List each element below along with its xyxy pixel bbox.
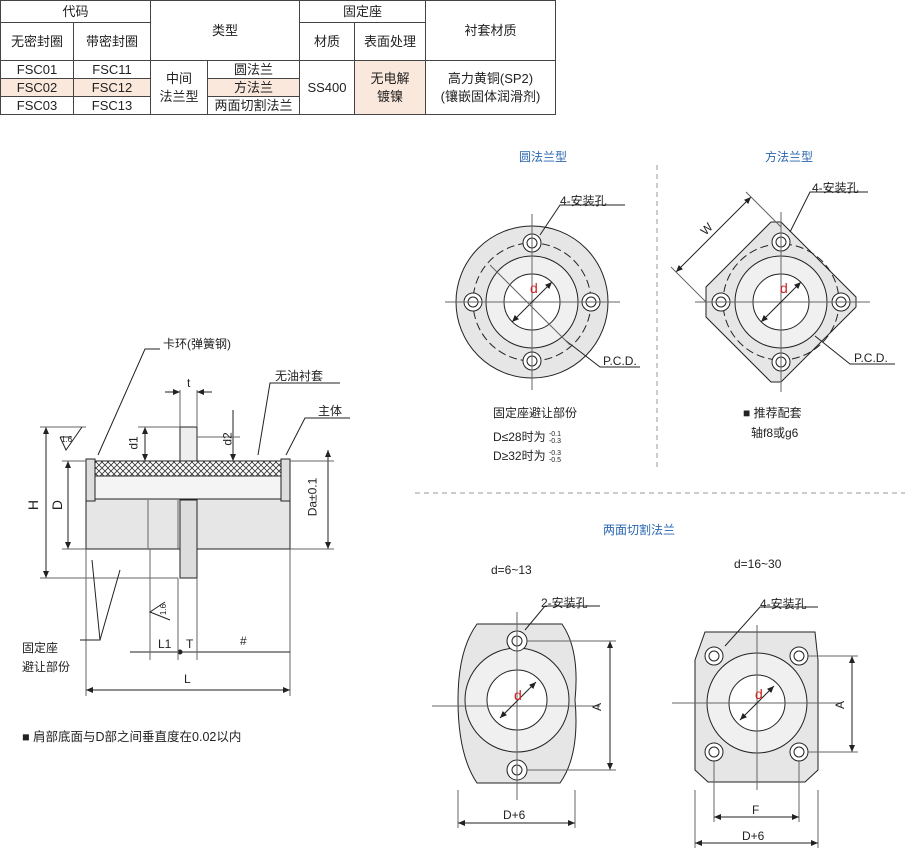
label-D6-1: D+6: [503, 808, 526, 822]
tolerance-line-1: D≤28时为 -0.1-0.3: [493, 428, 561, 445]
label-A-1: A: [590, 702, 605, 712]
label-hash: #: [240, 634, 247, 648]
cell-noseal: FSC02: [0, 78, 74, 97]
cell-sleeve: 高力黄铜(SP2) (镶嵌固体润滑剂): [425, 60, 556, 115]
mount-hole: [789, 742, 809, 762]
spec-table: 代码 类型 固定座 衬套材质 无密封圈 带密封圈 材质 表面处理 FSC01 F…: [0, 0, 556, 115]
cell-type: 两面切割法兰: [207, 96, 300, 115]
cell-mid-type: 中间法兰型: [150, 60, 208, 115]
label-d1: d1: [126, 436, 141, 450]
cell-seal: FSC12: [73, 78, 151, 97]
side-view: [40, 348, 350, 696]
sleeve-1: 高力黄铜(SP2): [447, 70, 534, 86]
label-roughness-2: 1.6: [159, 603, 169, 616]
label-range-2: d=16~30: [734, 557, 782, 571]
label-round-holes: 4-安装孔: [560, 194, 607, 208]
round-flange-view: [445, 204, 640, 390]
label-D6-2: D+6: [742, 829, 765, 843]
tol2-lower: -0.5: [548, 456, 562, 464]
title-square-flange: 方法兰型: [765, 150, 814, 164]
label-snap-ring: 卡环(弹簧钢): [163, 337, 231, 351]
oilless-sleeve: [94, 460, 282, 477]
label-L: L: [184, 672, 191, 686]
label-L1: L1: [158, 637, 172, 651]
label-t: t: [187, 376, 191, 390]
square-flange-view: [670, 191, 895, 392]
header-seal: 带密封圈: [73, 22, 151, 61]
label-A-2: A: [833, 700, 848, 710]
cell-type: 方法兰: [207, 78, 300, 97]
cell-noseal: FSC03: [0, 96, 74, 115]
mid-type-2: 法兰型: [159, 88, 199, 104]
label-body: 主体: [318, 404, 343, 418]
label-holes-4: 4-安装孔: [760, 597, 807, 611]
mount-hole: [789, 646, 809, 666]
tol1-lower: -0.3: [548, 437, 562, 445]
tol1-upper: -0.1: [548, 430, 562, 438]
tol2-upper: -0.3: [548, 449, 562, 457]
tol2-label: D≥32时为: [493, 449, 546, 463]
label-cut-d-1: d: [514, 687, 522, 703]
label-oilless: 无油衬套: [275, 369, 324, 383]
mount-hole: [704, 646, 724, 666]
label-relief: 固定座避让部份: [493, 406, 578, 420]
tol1-label: D≤28时为: [493, 430, 546, 444]
cell-material: SS400: [299, 60, 355, 115]
flange-section: [179, 499, 198, 579]
label-F: F: [752, 803, 760, 817]
label-T: T: [186, 637, 194, 651]
snap-ring: [179, 426, 198, 462]
label-cut-d-2: d: [755, 686, 763, 702]
cut-flange-small-view: [432, 605, 616, 828]
header-material: 材质: [299, 22, 355, 61]
label-holes-2: 2-安装孔: [541, 596, 588, 610]
cut-flange-large-view: [672, 606, 858, 848]
surface-2: 镀镍: [376, 88, 403, 104]
label-seat-relief-2: 避让部份: [22, 660, 71, 674]
title-round-flange: 圆法兰型: [519, 150, 568, 164]
label-D: D: [49, 499, 66, 511]
label-seat-relief-1: 固定座: [22, 641, 59, 655]
mount-hole: [704, 742, 724, 762]
label-square-holes: 4-安装孔: [812, 181, 859, 195]
label-square-pcd: P.C.D.: [854, 351, 888, 365]
title-cut-flange: 两面切割法兰: [603, 523, 676, 537]
sleeve-2: (镶嵌固体润滑剂): [440, 88, 541, 104]
label-d2: d2: [220, 432, 235, 446]
tolerance-line-2: D≥32时为 -0.3-0.5: [493, 447, 561, 464]
label-H: H: [25, 499, 42, 511]
mid-type-1: 中间: [165, 70, 192, 86]
label-Da: Da±0.1: [305, 477, 320, 517]
label-round-d: d: [530, 280, 538, 296]
cell-seal: FSC13: [73, 96, 151, 115]
label-fit-2: 轴f8或g6: [751, 426, 799, 440]
label-square-d: d: [780, 280, 788, 296]
surface-1: 无电解: [370, 70, 410, 86]
header-sleeve: 衬套材质: [425, 0, 556, 61]
label-round-pcd: P.C.D.: [603, 354, 637, 368]
label-roughness-1: 1.6: [61, 435, 73, 444]
label-fit-1: ■ 推荐配套: [743, 406, 802, 420]
header-surface: 表面处理: [354, 22, 426, 61]
perpendicularity-note: ■ 肩部底面与D部之间垂直度在0.02以内: [22, 730, 242, 744]
cell-surface: 无电解镀镍: [354, 60, 426, 115]
label-range-1: d=6~13: [491, 563, 532, 577]
